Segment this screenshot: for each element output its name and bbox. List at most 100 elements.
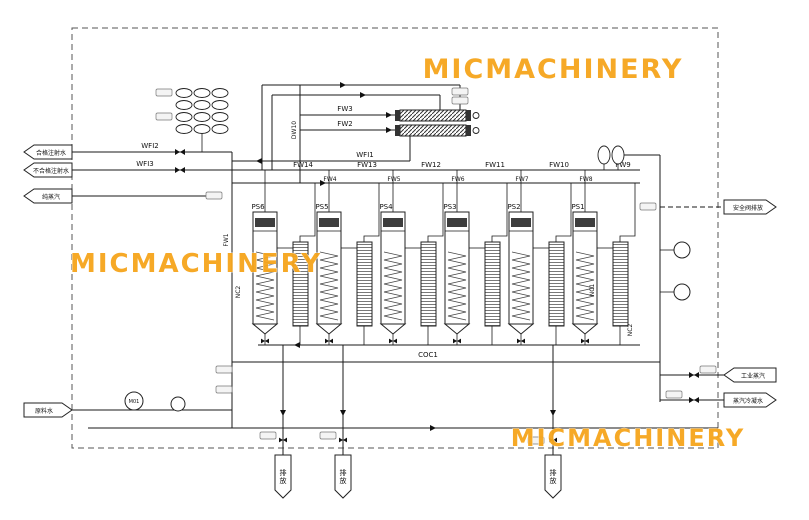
bottom-flag-label-2: 排放	[339, 469, 347, 485]
flow-arrow	[340, 82, 346, 88]
flow-arrow	[256, 158, 262, 164]
label-ps2: PS2	[507, 203, 520, 211]
tag-box	[699, 365, 717, 374]
label-fw13: FW13	[357, 161, 377, 169]
bottom-section: COC1	[88, 342, 718, 499]
tag-box	[155, 112, 173, 121]
tag-box	[215, 385, 233, 394]
tag-box	[451, 96, 469, 105]
valve-oval	[193, 100, 211, 110]
manifolds	[232, 180, 640, 186]
flow-arrow	[430, 425, 436, 431]
condenser-1	[394, 109, 480, 122]
flag-qualified-wfi	[23, 144, 73, 160]
valve-oval	[175, 124, 193, 134]
label-wfi2: WFI2	[141, 142, 158, 150]
label-nc2-left: NC2	[235, 286, 242, 299]
safety-valve	[597, 145, 611, 165]
watermarks: MICMACHINERY MICMACHINERY MICMACHINERY	[70, 54, 744, 453]
flag-drain-1	[274, 454, 292, 499]
label-fw12: FW12	[421, 161, 441, 169]
top-section: FW3 FW2 WFI1 DW10	[232, 82, 480, 183]
flag-pure-steam-label: 纯蒸汽	[42, 193, 60, 201]
valve-oval	[211, 124, 229, 134]
watermark-top: MICMACHINERY	[423, 54, 684, 85]
label-wfi3: WFI3	[136, 160, 153, 168]
flag-safety-discharge-label: 安全阀排放	[733, 204, 763, 212]
label-fw9: FW9	[615, 161, 630, 169]
flag-unqualified-wfi	[23, 162, 73, 178]
rotated-labels: FW1 NC2 NC1 NC2	[223, 233, 634, 336]
evaporator-unit	[381, 170, 443, 345]
label-sub: FW7	[515, 176, 528, 183]
flag-plant-steam-label: 工业蒸汽	[741, 372, 765, 380]
left-io-section: WFI2 WFI3 合格注射水 不合格注射水 纯蒸汽	[23, 142, 640, 428]
label-fw1: FW1	[223, 233, 230, 246]
label-dw10: DW10	[291, 121, 298, 139]
label-wfi1: WFI1	[356, 151, 373, 159]
label-coc1: COC1	[418, 351, 438, 359]
flow-arrow	[360, 92, 366, 98]
flag-pure-steam	[23, 188, 73, 204]
aux-pump	[170, 396, 186, 412]
tag-box	[205, 191, 223, 200]
valve-oval	[175, 100, 193, 110]
tag-box	[319, 431, 337, 440]
flag-drain-2	[334, 454, 352, 499]
flow-arrow	[340, 410, 346, 416]
bottom-flag-label-3: 排放	[549, 469, 557, 485]
tag-box	[451, 87, 469, 96]
flag-raw-water	[23, 402, 73, 418]
flag-steam-condensate	[723, 392, 777, 408]
label-ps4: PS4	[379, 203, 393, 211]
flow-arrow	[280, 410, 286, 416]
valve-oval	[211, 112, 229, 122]
steam-valve-icon	[689, 372, 699, 378]
watermark-left: MICMACHINERY	[70, 249, 322, 279]
label-fw2: FW2	[337, 120, 352, 128]
effect-1: FW14 FW4 PS6	[251, 161, 337, 345]
battery-limit-border	[71, 27, 719, 449]
tag-box	[155, 88, 173, 97]
label-ps3: PS3	[443, 203, 456, 211]
gate-valve-icon	[175, 149, 185, 155]
flag-steam-condensate-label: 蒸汽冷凝水	[733, 397, 763, 405]
effect-4: FW11 FW7 PS3	[443, 161, 529, 345]
label-fw10: FW10	[549, 161, 569, 169]
valve-manifold-cluster	[155, 88, 229, 152]
effect-5: FW10 FW8 PS2	[507, 161, 593, 345]
label-ps1: PS1	[571, 203, 584, 211]
label-fw11: FW11	[485, 161, 505, 169]
bottom-flag-label-1: 排放	[279, 469, 287, 485]
gate-valve-icon	[175, 167, 185, 173]
evaporator-unit	[317, 170, 379, 345]
flag-plant-steam	[723, 367, 777, 383]
tag-box	[215, 365, 233, 374]
valve-oval	[211, 88, 229, 98]
condenser-2	[394, 124, 480, 137]
instrument-circle	[673, 241, 691, 259]
valve-oval	[193, 124, 211, 134]
instrument-circle	[673, 283, 691, 301]
valve-oval	[193, 88, 211, 98]
label-sub: FW6	[451, 176, 464, 183]
label-nc1: NC1	[589, 284, 596, 297]
flow-arrow	[550, 410, 556, 416]
label-sub: FW8	[579, 176, 592, 183]
flow-arrow	[294, 342, 300, 348]
label-fw14: FW14	[293, 161, 313, 169]
evaporator-unit	[509, 170, 571, 345]
effect-3: FW12 FW6 PS4	[379, 161, 465, 345]
valve-oval	[193, 112, 211, 122]
condensate-valve-icon	[689, 397, 699, 403]
feed-pump	[124, 391, 144, 411]
flow-arrow	[386, 112, 392, 118]
valve-oval	[211, 100, 229, 110]
label-sub: FW5	[387, 176, 400, 183]
flow-arrow	[386, 127, 392, 133]
valve-oval	[175, 88, 193, 98]
label-nc2-right: NC2	[627, 324, 634, 337]
feed-section: 原料水 M01	[23, 391, 232, 418]
